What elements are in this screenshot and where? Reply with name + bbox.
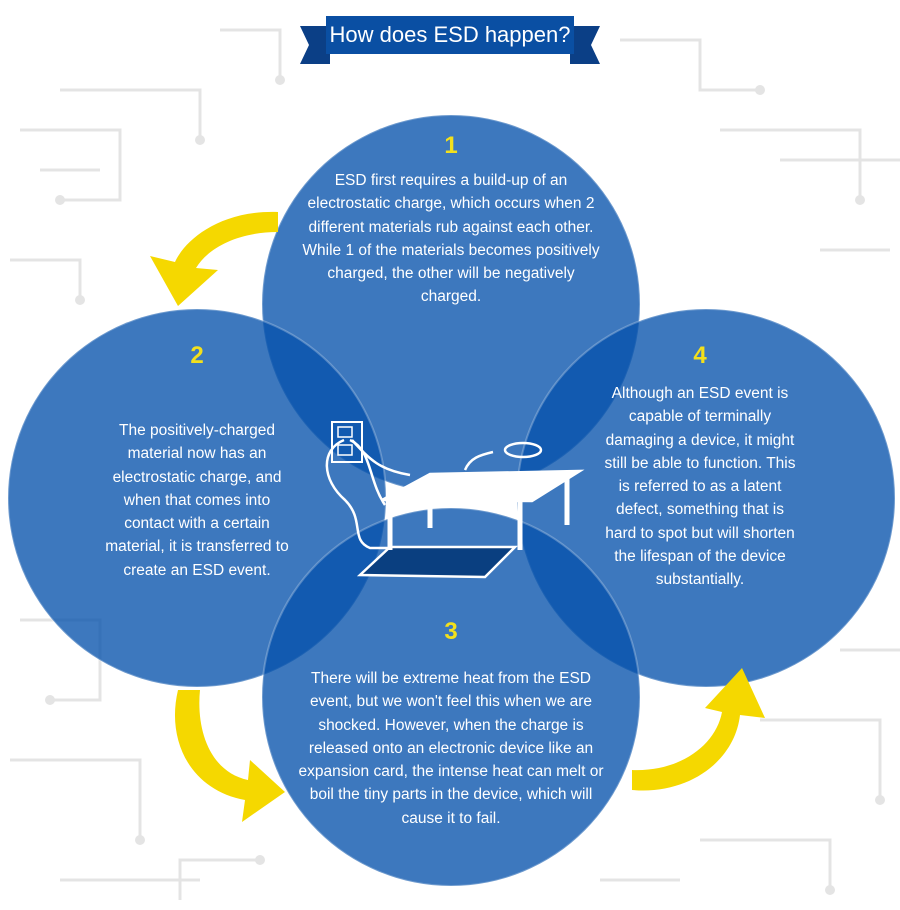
step-2-number: 2 [190,342,204,369]
title-banner: How does ESD happen? [300,14,600,64]
step-3-text: There will be extreme heat from the ESD … [298,670,604,827]
step-4-number: 4 [693,342,707,369]
esd-workstation-illustration [325,421,585,579]
step-1-text: ESD first requires a build-up of an elec… [302,172,600,306]
banner-ribbon-right [570,26,600,64]
cycle-arrows [150,211,765,822]
arrow-1-to-2-icon [150,211,278,306]
step-2-text: The positively-charged material now has … [105,422,289,579]
step-1-number: 1 [444,132,458,159]
arrow-2-to-3-icon [174,690,285,822]
page-title: How does ESD happen? [326,16,574,54]
step-3-number: 3 [444,618,458,645]
step-4-text: Although an ESD event is capable of term… [604,385,796,589]
step-circles [7,114,896,887]
arrow-3-to-4-icon [632,668,765,791]
circle-step-3 [261,507,641,887]
